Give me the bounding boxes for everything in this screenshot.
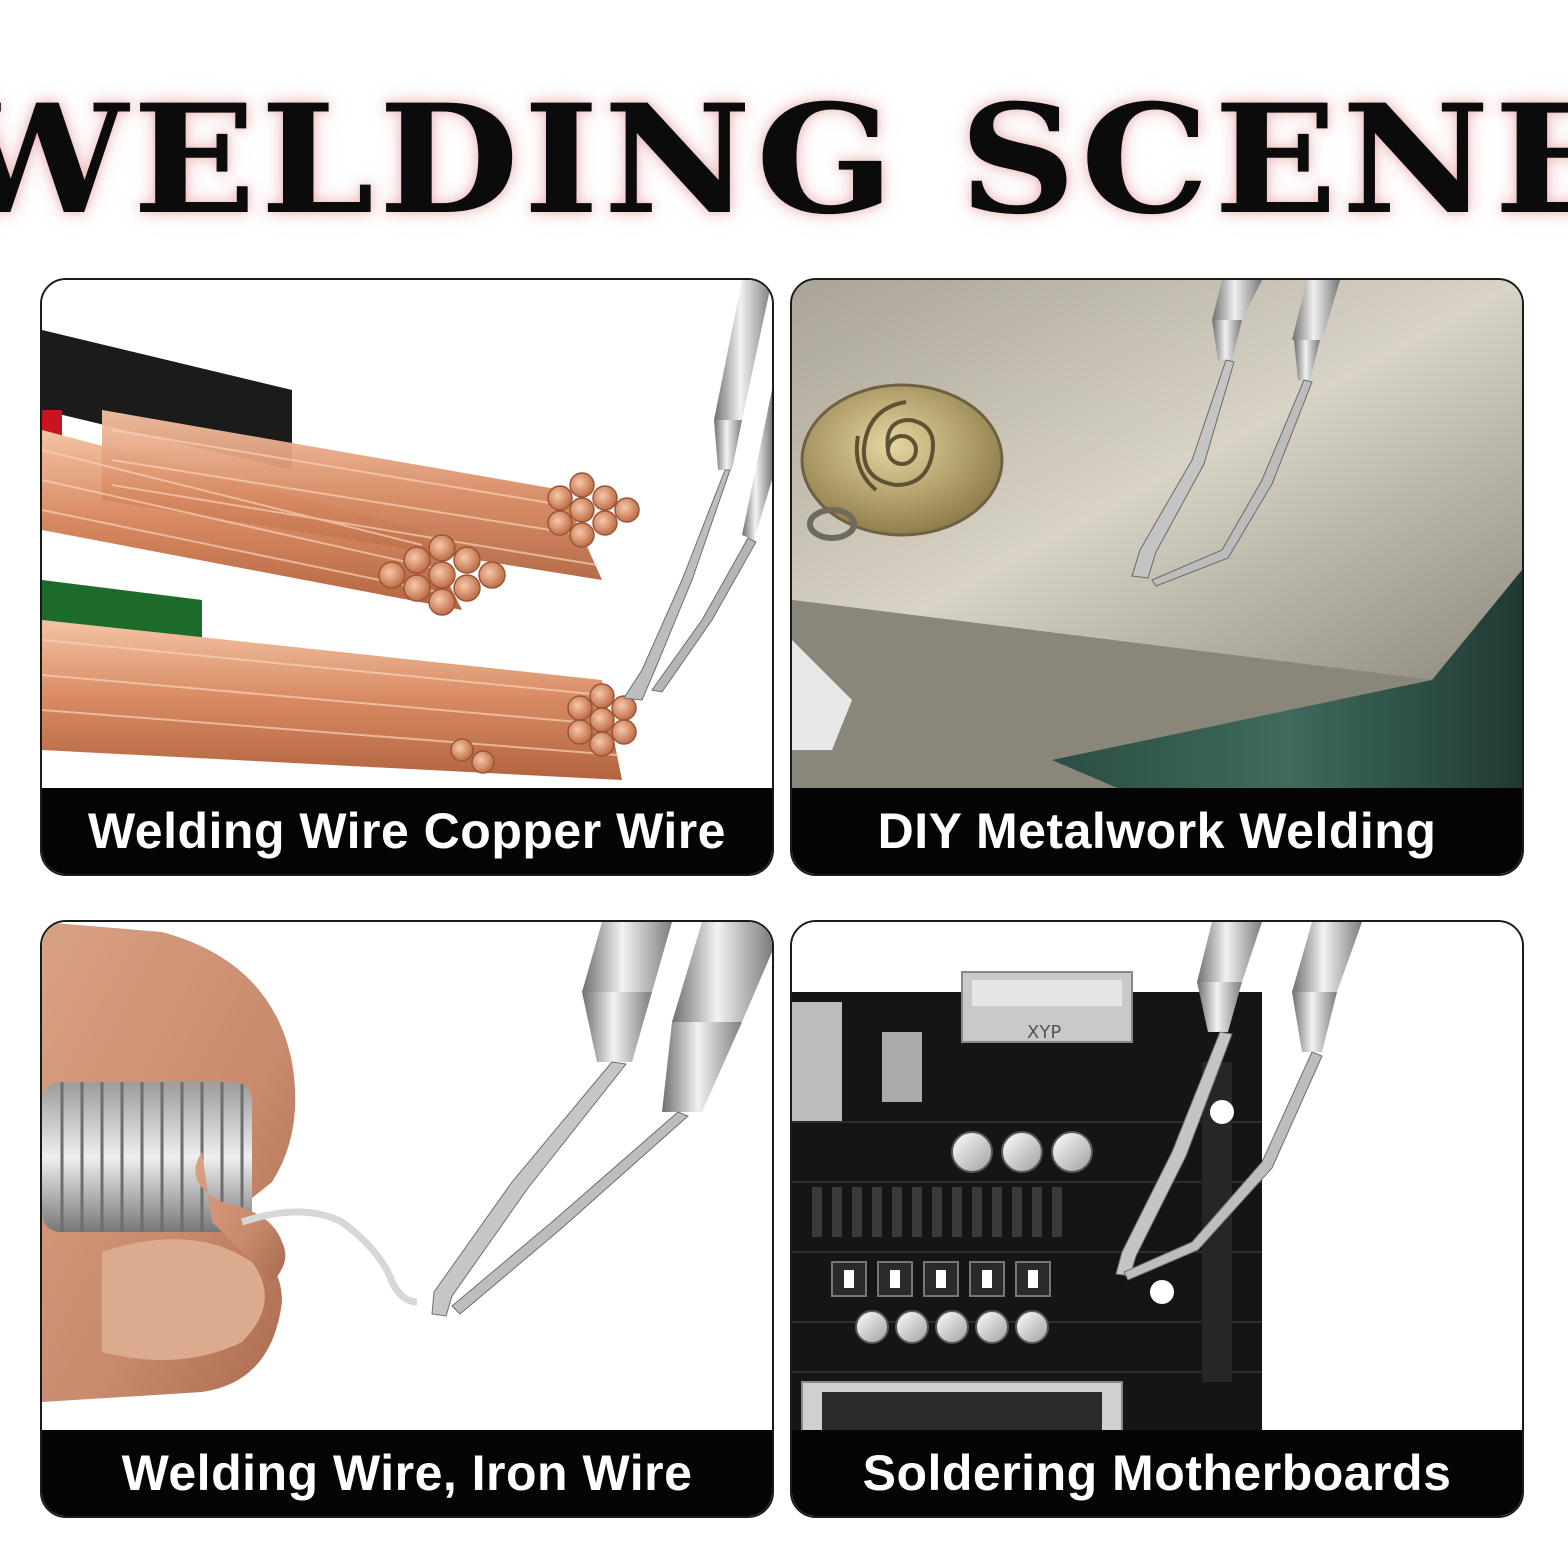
page-title: WELDING SCENE	[0, 72, 1568, 248]
panel-metalwork: DIY Metalwork Welding	[790, 278, 1524, 876]
metal-block-pendant-image	[792, 280, 1522, 790]
caption-motherboard: Soldering Motherboards	[792, 1430, 1522, 1516]
panel-iron-wire: Welding Wire, Iron Wire	[40, 920, 774, 1518]
caption-copper-wire: Welding Wire Copper Wire	[42, 788, 772, 874]
motherboard-image: XYP	[792, 922, 1522, 1432]
caption-metalwork: DIY Metalwork Welding	[792, 788, 1522, 874]
board-marking: XYP	[1027, 1022, 1061, 1043]
hand-holding-wire-coil-image	[42, 922, 772, 1432]
panel-copper-wire: Welding Wire Copper Wire	[40, 278, 774, 876]
copper-wire-bundle-image	[42, 280, 772, 790]
panel-motherboard: XYP	[790, 920, 1524, 1518]
caption-iron-wire: Welding Wire, Iron Wire	[42, 1430, 772, 1516]
